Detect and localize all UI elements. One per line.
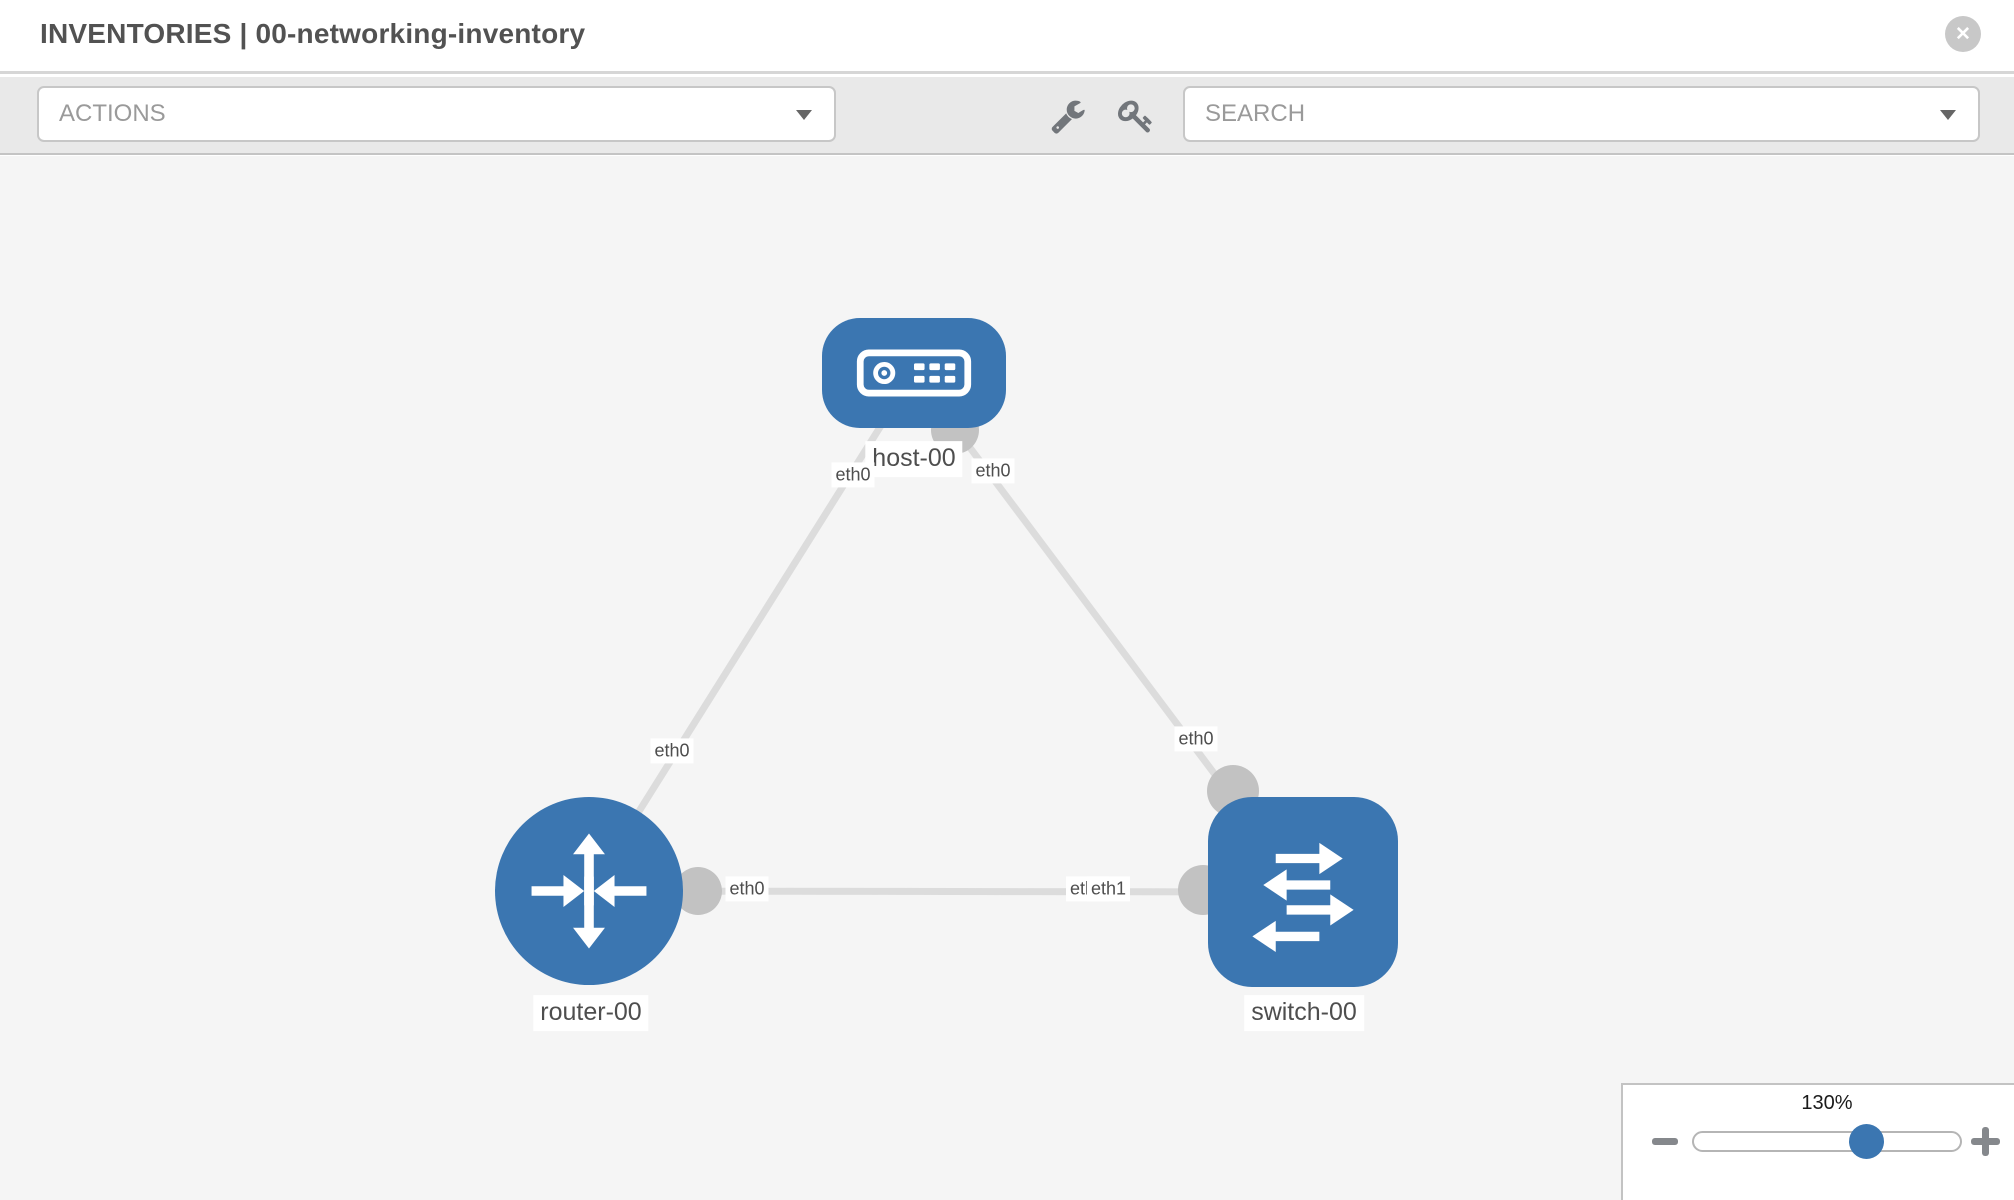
actions-dropdown[interactable]: ACTIONS bbox=[37, 86, 836, 142]
actions-dropdown-label: ACTIONS bbox=[59, 100, 166, 127]
zoom-slider-knob[interactable] bbox=[1849, 1124, 1884, 1159]
interface-label: eth0 bbox=[1174, 726, 1218, 752]
caret-down-icon bbox=[1940, 110, 1956, 120]
caret-down-icon bbox=[796, 110, 812, 120]
zoom-level-value: 130% bbox=[1801, 1092, 1853, 1114]
zoom-slider[interactable] bbox=[1692, 1131, 1962, 1152]
interface-label: eth0 bbox=[831, 462, 875, 488]
zoom-in-button plus-icon[interactable] bbox=[1971, 1127, 2000, 1156]
wrench-icon bbox=[1051, 100, 1085, 134]
toolbar: ACTIONS SEARCH bbox=[0, 77, 2014, 155]
interface-label: eth0 bbox=[725, 876, 769, 902]
router-icon bbox=[531, 833, 647, 949]
node-router-00[interactable] bbox=[495, 797, 683, 985]
interface-label: eth0 bbox=[971, 458, 1015, 484]
node-label-host: host-00 bbox=[865, 441, 963, 477]
close-icon: ✕ bbox=[1955, 23, 1971, 45]
interface-connector bbox=[674, 867, 722, 915]
zoom-out-button minus-icon[interactable] bbox=[1652, 1138, 1678, 1145]
key-icon bbox=[1118, 100, 1152, 133]
header: INVENTORIES | 00-networking-inventory ✕ bbox=[0, 0, 2014, 74]
page-title: INVENTORIES | 00-networking-inventory bbox=[40, 18, 586, 49]
node-host-00[interactable] bbox=[822, 318, 1006, 428]
close-button[interactable]: ✕ bbox=[1945, 16, 1981, 52]
zoom-panel: 130% bbox=[1621, 1083, 2014, 1200]
node-switch-00[interactable] bbox=[1208, 797, 1398, 987]
topology-canvas[interactable]: host-00 router-00 switch-00 eth0 eth0 et… bbox=[0, 156, 2014, 1200]
credentials-button[interactable] bbox=[1118, 98, 1154, 134]
interface-label-over: eth1 bbox=[1087, 876, 1131, 902]
topology-links-layer bbox=[586, 370, 1306, 915]
switch-icon bbox=[1252, 842, 1354, 952]
search-dropdown[interactable]: SEARCH bbox=[1183, 86, 1980, 142]
node-label-switch: switch-00 bbox=[1244, 995, 1364, 1031]
node-label-router: router-00 bbox=[533, 995, 649, 1031]
link-router-host[interactable] bbox=[586, 371, 917, 893]
host-icon bbox=[856, 349, 972, 397]
interface-label: eth0 bbox=[650, 738, 694, 764]
configure-button[interactable] bbox=[1050, 98, 1086, 134]
search-dropdown-label: SEARCH bbox=[1205, 100, 1306, 127]
